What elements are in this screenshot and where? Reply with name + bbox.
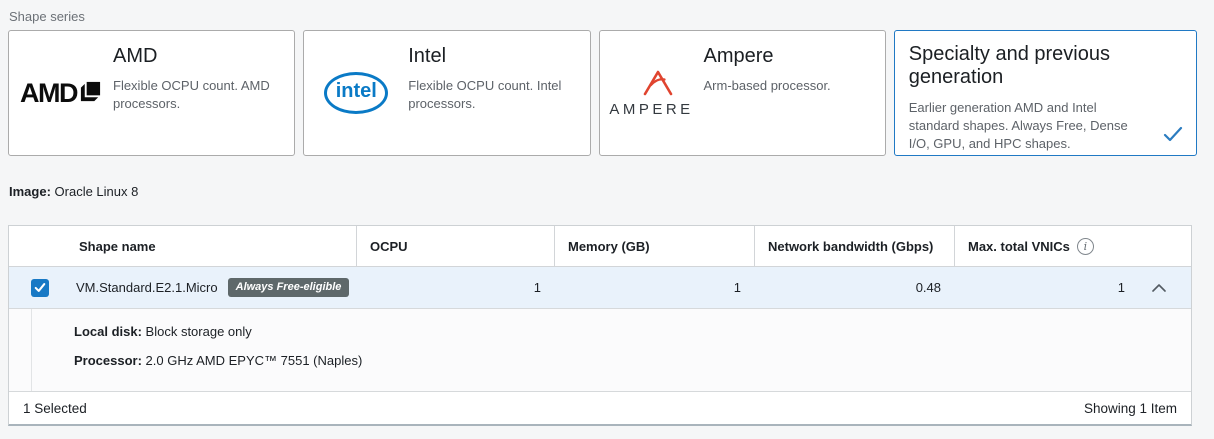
card-desc-specialty: Earlier generation AMD and Intel standar… (908, 100, 1128, 152)
col-ocpu: OCPU (356, 226, 554, 266)
amd-logo: AMD (9, 43, 113, 143)
showing-count: Showing 1 Item (1083, 400, 1177, 416)
row-memory-value: 1 (733, 280, 741, 295)
col-network-bandwidth: Network bandwidth (Gbps) (754, 226, 954, 266)
card-title-intel: Intel (408, 45, 447, 67)
detail-local-disk: Local disk: Block storage only (74, 324, 362, 339)
card-desc-ampere: Arm-based processor. (703, 78, 831, 93)
intel-logo: intel (304, 43, 408, 143)
card-intel[interactable]: intel Intel Flexible OCPU count. Intel p… (303, 30, 591, 156)
amd-arrow-icon (79, 80, 102, 106)
check-icon (1163, 126, 1183, 145)
ampere-wordmark: AMPERE (609, 101, 694, 118)
card-ampere[interactable]: AMPERE Ampere Arm-based processor. (598, 30, 886, 156)
row-checkbox[interactable] (31, 278, 49, 297)
card-specialty-previous-generation[interactable]: Specialty and previous generation Earlie… (893, 30, 1197, 156)
detail-gutter (9, 309, 32, 391)
row-network-bandwidth-value: 0.48 (915, 280, 941, 295)
table-footer: 1 Selected Showing 1 Item (9, 391, 1191, 424)
col-max-total-vnics-label: Max. total VNICs (968, 238, 1070, 254)
shape-name: VM.Standard.E2.1.Micro (76, 280, 218, 295)
row-ocpu-value: 1 (533, 280, 541, 295)
image-info: Image: Oracle Linux 8 (9, 184, 1214, 199)
processor-label: Processor: (74, 353, 142, 368)
row-max-vnics-value: 1 (1117, 280, 1125, 295)
card-title-specialty: Specialty and previous generation (908, 43, 1110, 88)
image-value: Oracle Linux 8 (54, 184, 139, 199)
col-shape-name: Shape name (79, 238, 156, 254)
col-memory: Memory (GB) (554, 226, 754, 266)
selected-count: 1 Selected (23, 400, 87, 416)
card-desc-amd: Flexible OCPU count. AMD processors. (113, 78, 270, 112)
table-header: Shape name OCPU Memory (GB) Network band… (9, 226, 1191, 266)
ampere-logo: AMPERE (600, 43, 704, 143)
card-amd[interactable]: AMD AMD Flexible OCPU count. AMD process… (8, 30, 296, 156)
chevron-up-icon[interactable] (1139, 273, 1179, 303)
detail-processor: Processor: 2.0 GHz AMD EPYC™ 7551 (Naple… (74, 353, 362, 368)
card-desc-intel: Flexible OCPU count. Intel processors. (408, 78, 562, 112)
image-label: Image: (9, 184, 51, 199)
local-disk-label: Local disk: (74, 324, 142, 339)
info-icon[interactable]: i (1076, 237, 1094, 255)
shape-series-cards: AMD AMD Flexible OCPU count. AMD process… (8, 30, 1197, 156)
intel-logo-text: intel (324, 72, 389, 114)
always-free-badge: Always Free-eligible (227, 278, 350, 297)
card-title-amd: AMD (113, 45, 158, 67)
shape-table: Shape name OCPU Memory (GB) Network band… (8, 225, 1192, 426)
ampere-a-icon (640, 68, 676, 99)
amd-wordmark: AMD (20, 77, 79, 108)
card-title-ampere: Ampere (703, 45, 774, 67)
col-max-total-vnics: Max. total VNICs i (954, 226, 1191, 266)
row-expanded-details: Local disk: Block storage only Processor… (9, 308, 1191, 391)
processor-value: 2.0 GHz AMD EPYC™ 7551 (Naples) (145, 353, 363, 368)
local-disk-value: Block storage only (145, 324, 252, 339)
shape-series-label: Shape series (9, 9, 85, 24)
table-row[interactable]: VM.Standard.E2.1.Micro Always Free-eligi… (9, 266, 1191, 308)
